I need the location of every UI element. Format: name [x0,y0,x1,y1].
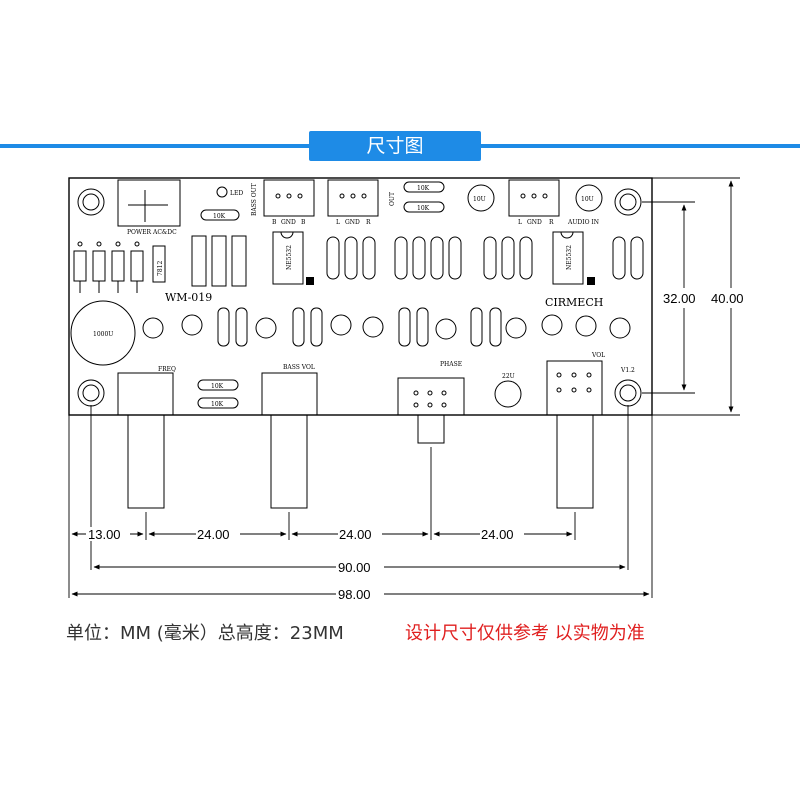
power-label: POWER [127,229,152,236]
unit-note: 单位：MM (毫米）总高度：23MM [66,623,344,644]
dim-h3: 24.00 [339,527,372,542]
version-label: V1.2 [620,367,635,374]
extension-lines [68,177,740,598]
hole-top-right [614,188,642,216]
pin-l2: L [518,219,522,226]
bass-vol-label: BASS VOL [283,364,315,371]
resistor-10k-out-a [403,181,445,193]
pin-gnd1: GND [281,219,296,226]
dim-h2: 24.00 [197,527,230,542]
ic-socket-right [552,231,584,285]
dim-total-width: 98.00 [338,587,371,602]
led [216,186,228,198]
resistors-upper [326,236,644,280]
board-model: WM-019 [165,291,212,304]
pin-gnd3: GND [527,219,542,226]
title-rule-right [481,144,800,148]
power-terminal [117,179,181,227]
dim-hole-span: 90.00 [338,560,371,575]
resistor-10k-out-b-label: 10K [417,205,430,212]
dim-hole-height: 32.00 [663,291,696,306]
cap-1000u-label: 1000U [93,331,113,338]
ic-right-label: NE5532 [566,245,573,270]
dim-total-height: 40.00 [711,291,744,306]
cap-22u-low [494,380,522,408]
out-label: OUT [389,192,396,206]
vol-label: VOL [591,352,605,359]
vertical-dimension-lines [681,180,734,413]
resistor-10k-out-b [403,201,445,213]
pin-gnd2: GND [345,219,360,226]
resistor-10k-top [200,209,240,221]
pin-l1: L [336,219,340,226]
cap-10u-top-label: 10U [473,196,486,203]
ic-left-label: NE5532 [286,245,293,270]
phase-label: PHASE [440,361,462,368]
resistor-10k-low-a [197,379,239,391]
connector-audio-in [508,179,560,217]
acdc-label: AC&DC [152,229,177,236]
cap-1000u [70,300,136,366]
resistor-10k-low-b [197,397,239,409]
cap-22u-low-label: 22U [502,373,515,380]
pin-r1: R [366,219,371,226]
freq-label: FREQ [158,366,176,373]
cap-10u-audio [575,184,603,212]
audio-in-label: AUDIO IN [567,219,599,226]
dim-h4: 24.00 [481,527,514,542]
connector-out [327,179,379,217]
reference-warning: 设计尺寸仅供参考 以实物为准 [405,623,645,644]
resistor-10k-top-label: 10K [213,213,226,220]
mounting-holes [77,188,642,407]
pin-r2: R [549,219,554,226]
ic-socket-left [272,231,304,285]
pot-freq-body [117,372,174,509]
resistor-10k-out-a-label: 10K [417,185,430,192]
fuse-holders [73,241,144,293]
regulator-label: 7812 [157,261,164,276]
led-label: LED [230,190,243,197]
connector-bass-out [263,179,315,217]
ic-left-marker [306,277,314,285]
dim-h1: 13.00 [88,527,121,542]
page-title: 尺寸图 [309,131,481,161]
pcb-outline [68,177,653,416]
pin-b1: B [272,219,277,226]
pin-b2: B [301,219,306,226]
cap-10u-top [467,184,495,212]
bass-out-label: BASS OUT [251,183,258,216]
title-bar: 尺寸图 [0,131,800,161]
resistor-block [191,235,247,287]
hole-top-left [77,188,105,216]
pot-phase-body [397,377,465,444]
pot-bass-vol-body [261,372,318,509]
ic-right-marker [587,277,595,285]
resistor-10k-low-a-label: 10K [211,383,224,390]
pot-vol-body [546,360,603,509]
title-rule-left [0,144,309,148]
regulator-7812 [152,245,166,283]
brand-label: CIRMECH [545,296,603,309]
cap-10u-audio-label: 10U [581,196,594,203]
middle-components [142,307,631,347]
resistor-10k-low-b-label: 10K [211,401,224,408]
